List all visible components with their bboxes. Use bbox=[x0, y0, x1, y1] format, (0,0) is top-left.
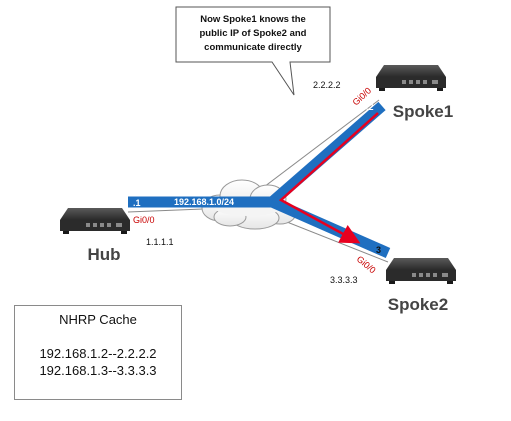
callout-line-2: communicate directly bbox=[204, 42, 302, 53]
callout-line-1: public IP of Spoke2 and bbox=[200, 28, 307, 39]
spoke2-name: Spoke2 bbox=[388, 295, 448, 314]
nhrp-cache-title: NHRP Cache bbox=[59, 312, 137, 327]
hub-name: Hub bbox=[87, 245, 120, 264]
spoke2-interface-label: Gi0/0 bbox=[355, 254, 378, 275]
direct-path-arrow bbox=[278, 112, 379, 244]
tunnel-band bbox=[128, 101, 391, 259]
network-label: 192.168.1.0/24 bbox=[174, 197, 234, 207]
spoke2-ip-label: 3.3.3.3 bbox=[330, 275, 358, 285]
spoke1-ip-label: 2.2.2.2 bbox=[313, 80, 341, 90]
spoke2-host-octet: 3 bbox=[376, 245, 381, 255]
hub-host-octet: .1 bbox=[133, 198, 141, 208]
spoke1-name: Spoke1 bbox=[393, 102, 453, 121]
hub-interface-label: Gi0/0 bbox=[133, 215, 155, 225]
nhrp-cache-box: NHRP Cache 192.168.1.2--2.2.2.2 192.168.… bbox=[14, 305, 182, 400]
spoke1-host-octet: .2 bbox=[366, 102, 374, 112]
spoke1-router-icon bbox=[376, 65, 446, 91]
callout-line-0: Now Spoke1 knows the bbox=[200, 14, 306, 25]
nhrp-cache-entry: 192.168.1.3--3.3.3.3 bbox=[39, 363, 157, 378]
hub-ip-label: 1.1.1.1 bbox=[146, 237, 174, 247]
spoke2-router-icon bbox=[386, 258, 456, 284]
hub-router-icon bbox=[60, 208, 130, 234]
nhrp-cache-entry: 192.168.1.2--2.2.2.2 bbox=[39, 346, 157, 361]
callout-bubble: Now Spoke1 knows the public IP of Spoke2… bbox=[175, 6, 331, 96]
